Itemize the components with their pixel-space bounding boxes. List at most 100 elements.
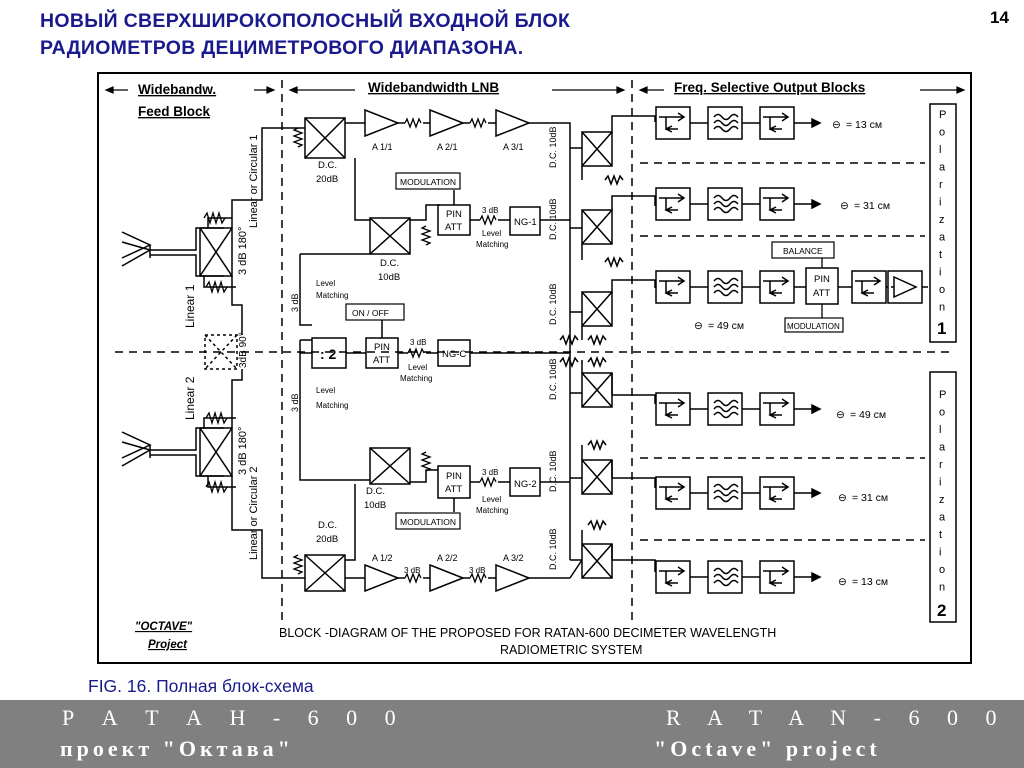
coupler-mid-upper: [369, 217, 411, 255]
polarization-letter: i: [939, 547, 941, 559]
dc-20db-bottom: D.C.: [318, 520, 337, 531]
ng-1-box: [509, 206, 541, 236]
modulation-box-lower: [395, 512, 461, 530]
amp-3-2-icon: [495, 563, 532, 593]
polarization-letter: r: [939, 179, 943, 191]
amp-labels: A 1/1 A 2/1 A 3/1 A 1/2 A 2/2 A 3/2: [372, 142, 524, 563]
modulation-box-upper: [395, 172, 461, 190]
polarization-letter: l: [939, 144, 941, 156]
wavelength-6: = 13 см: [852, 576, 888, 588]
dc-10db-lower-value: 10dB: [364, 500, 386, 511]
modulation-lower-label: MODULATION: [400, 517, 456, 527]
output-coupler-1: [655, 106, 691, 140]
output-coupler-5: [655, 476, 691, 510]
modulation-balance-label: MODULATION: [787, 322, 840, 331]
polarization-letter: n: [939, 582, 945, 594]
amp-1-2-label: A 1/2: [372, 553, 393, 563]
three-db-vertical-2: 3 dB: [290, 393, 300, 412]
dc-vertical-5: D.C. 10dB: [548, 450, 558, 492]
output-coupler-b-4: [759, 392, 795, 426]
amp-2-1-icon: [429, 108, 466, 138]
pin-att-balance-line2: ATT: [813, 288, 830, 299]
output-coupler-2: [655, 187, 691, 221]
dc-20db-top-value: 20dB: [316, 174, 338, 185]
lnb-wiring: [282, 117, 583, 592]
pin-att-1-line2: ATT: [445, 222, 462, 233]
three-db-bottom-2: 3 dB: [469, 566, 485, 575]
level-1: Level: [482, 229, 501, 238]
output-coupler-4: [655, 392, 691, 426]
matching-1: Matching: [476, 240, 508, 249]
pin-att-c-line1: PIN: [374, 342, 390, 353]
three-db-2: 3 dB: [482, 468, 498, 477]
divider-label: : 2: [320, 346, 337, 362]
level-left-2: Level: [316, 386, 335, 395]
hybrid-180-lower-label: 3 dB 180°: [237, 427, 249, 475]
amp-3-1-label: A 3/1: [503, 142, 524, 152]
amp-2-1-label: A 2/1: [437, 142, 458, 152]
wavelength-labels: ⊖ = 13 см ⊖ = 31 см ⊖ = 49 см ⊖ = 49 см …: [694, 119, 890, 588]
linear-1-label: Linear 1: [183, 284, 197, 328]
output-coupler-b-5: [759, 476, 795, 510]
matching-c: Matching: [400, 374, 432, 383]
pin-att-labels: PIN ATT PIN ATT PIN ATT NG-1 NG-C NG-2: [373, 209, 537, 495]
polarization-letter: o: [939, 127, 945, 139]
output-filter-2: [707, 187, 743, 221]
section-feed-label-2: Feed Block: [138, 104, 211, 119]
on-off-box: [345, 303, 405, 321]
block-diagram: Widebandw. Feed Block Widebandwidth LNB …: [97, 72, 972, 664]
antenna-upper-icon: [121, 227, 224, 267]
amplifiers: [364, 108, 532, 593]
coupler-bottom-20db: [304, 554, 346, 592]
output-chains: [655, 106, 928, 594]
output-coupler-3: [655, 270, 691, 304]
footer-left-top: Р А Т А Н - 6 0 0: [62, 705, 407, 730]
polarization-1-number: 1: [937, 319, 946, 338]
diagram-frame: [97, 72, 972, 664]
hybrid-180-upper: [199, 227, 233, 277]
section-separators: [115, 80, 955, 620]
dc-10db-upper-value: 10dB: [378, 272, 400, 283]
dc-10db-lower: D.C.: [366, 486, 385, 497]
polarization-letter: i: [939, 477, 941, 489]
output-coupler-c-3: [851, 270, 887, 304]
pin-att-c-line2: ATT: [373, 355, 390, 366]
output-coupler-6: [655, 560, 691, 594]
amp-1-1-label: A 1/1: [372, 142, 393, 152]
amp-2-2-label: A 2/2: [437, 553, 458, 563]
coupler-mid-lower: [369, 447, 411, 485]
wavelength-4-icon: ⊖: [836, 409, 845, 421]
vertical-dc-labels: D.C. 10dB D.C. 10dB D.C. 10dB D.C. 10dB …: [290, 126, 558, 570]
section-lnb-label: Widebandwidth LNB: [368, 80, 499, 95]
coupler-top-20db: [304, 117, 346, 159]
output-filter-1: [707, 106, 743, 140]
feed-block: [121, 127, 282, 579]
wavelength-2-icon: ⊖: [840, 200, 849, 212]
polarization-letter: t: [939, 249, 942, 261]
slide-title: НОВЫЙ СВЕРХШИРОКОПОЛОСНЫЙ ВХОДНОЙ БЛОК Р…: [40, 8, 920, 62]
output-filter-3: [707, 270, 743, 304]
dc-vertical-3: D.C. 10dB: [548, 283, 558, 325]
modulation-upper-label: MODULATION: [400, 177, 456, 187]
ng-c-label: NG-C: [442, 349, 466, 360]
polarization-letter: i: [939, 267, 941, 279]
polarization-2-number: 2: [937, 601, 946, 620]
octave-project-line-1: "OCTAVE": [135, 621, 193, 633]
linear-2-label: Linear 2: [183, 376, 197, 420]
footer-right-bottom: "Octave" project: [654, 736, 881, 761]
polarization-letter: P: [939, 109, 946, 121]
dc-vertical-6: D.C. 10dB: [548, 528, 558, 570]
coupler-labels: D.C. 20dB D.C. 10dB D.C. 10dB D.C. 20dB: [316, 160, 400, 545]
pin-att-2-line1: PIN: [446, 471, 462, 482]
dc-vertical-4: D.C. 10dB: [548, 358, 558, 400]
diagram-caption-line-2: RADIOMETRIC SYSTEM: [500, 643, 642, 657]
output-filter-6: [707, 560, 743, 594]
polarization-letter: t: [939, 529, 942, 541]
polarization-box-2: [929, 371, 957, 623]
amp-1-1-icon: [364, 108, 401, 138]
output-coupler-b-2: [759, 187, 795, 221]
ng-2-label: NG-2: [514, 479, 537, 490]
output-filter-5: [707, 476, 743, 510]
linear-or-circular-2: Linear or Circular 2: [248, 466, 260, 560]
